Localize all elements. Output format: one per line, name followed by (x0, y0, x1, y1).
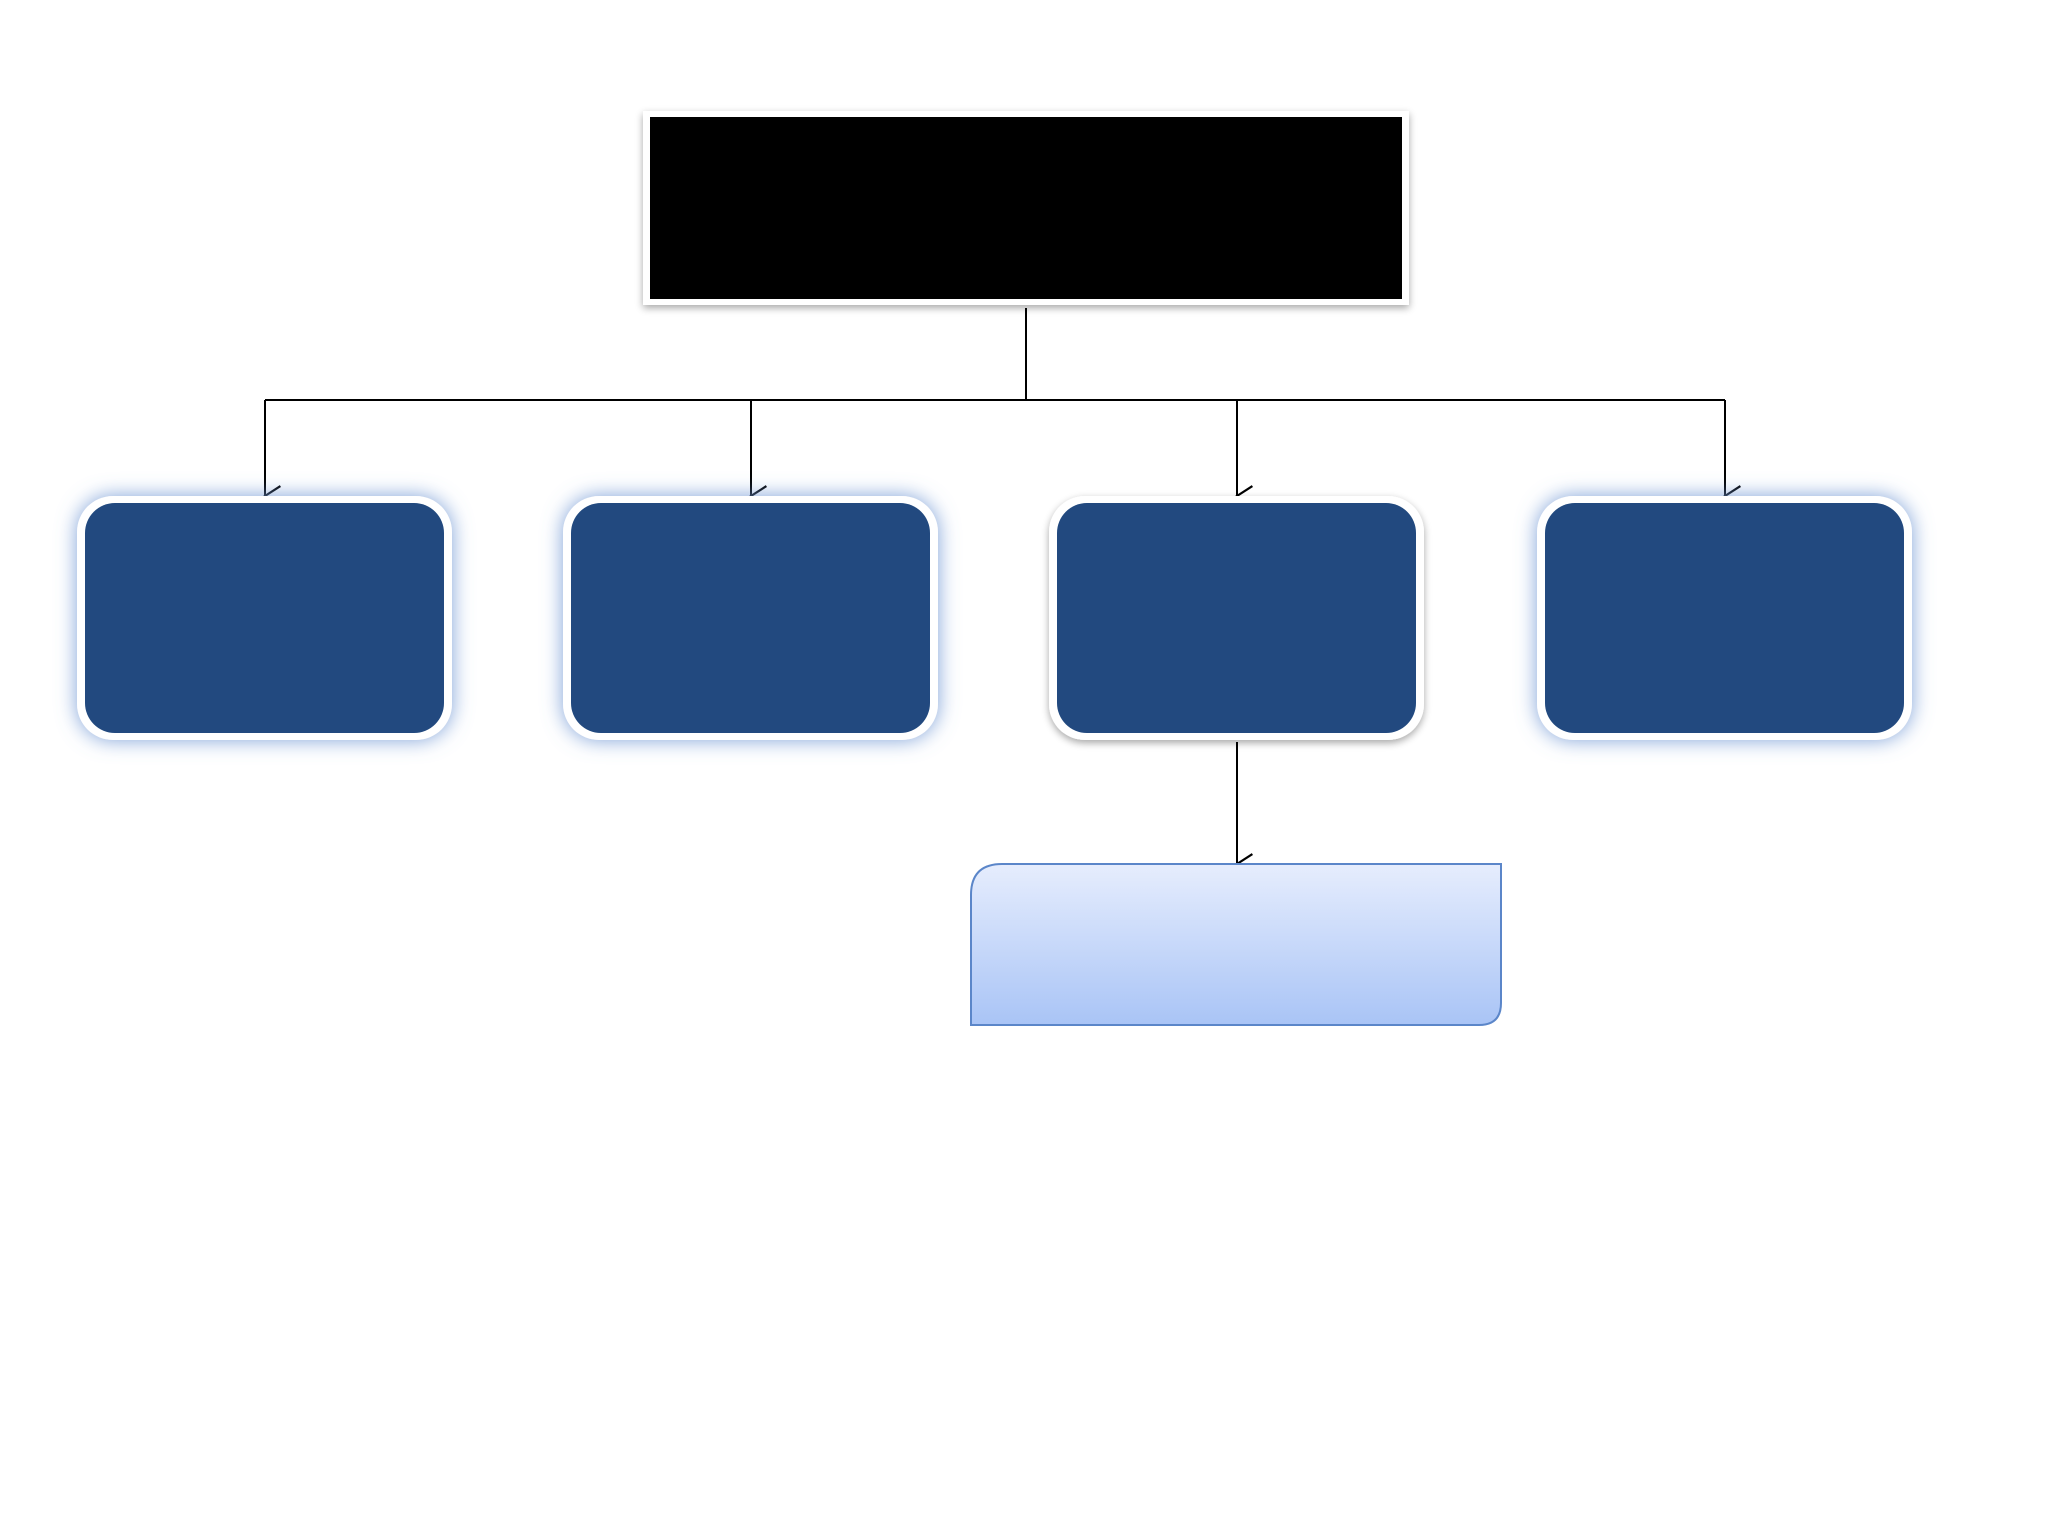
child-node-3[interactable] (1049, 496, 1424, 740)
sub-node[interactable] (970, 863, 1502, 1026)
child-node-1[interactable] (77, 496, 452, 740)
connector-lines (262, 308, 1741, 875)
child-node-4[interactable] (1537, 496, 1912, 740)
root-node[interactable] (643, 111, 1409, 305)
child-node-2[interactable] (563, 496, 938, 740)
